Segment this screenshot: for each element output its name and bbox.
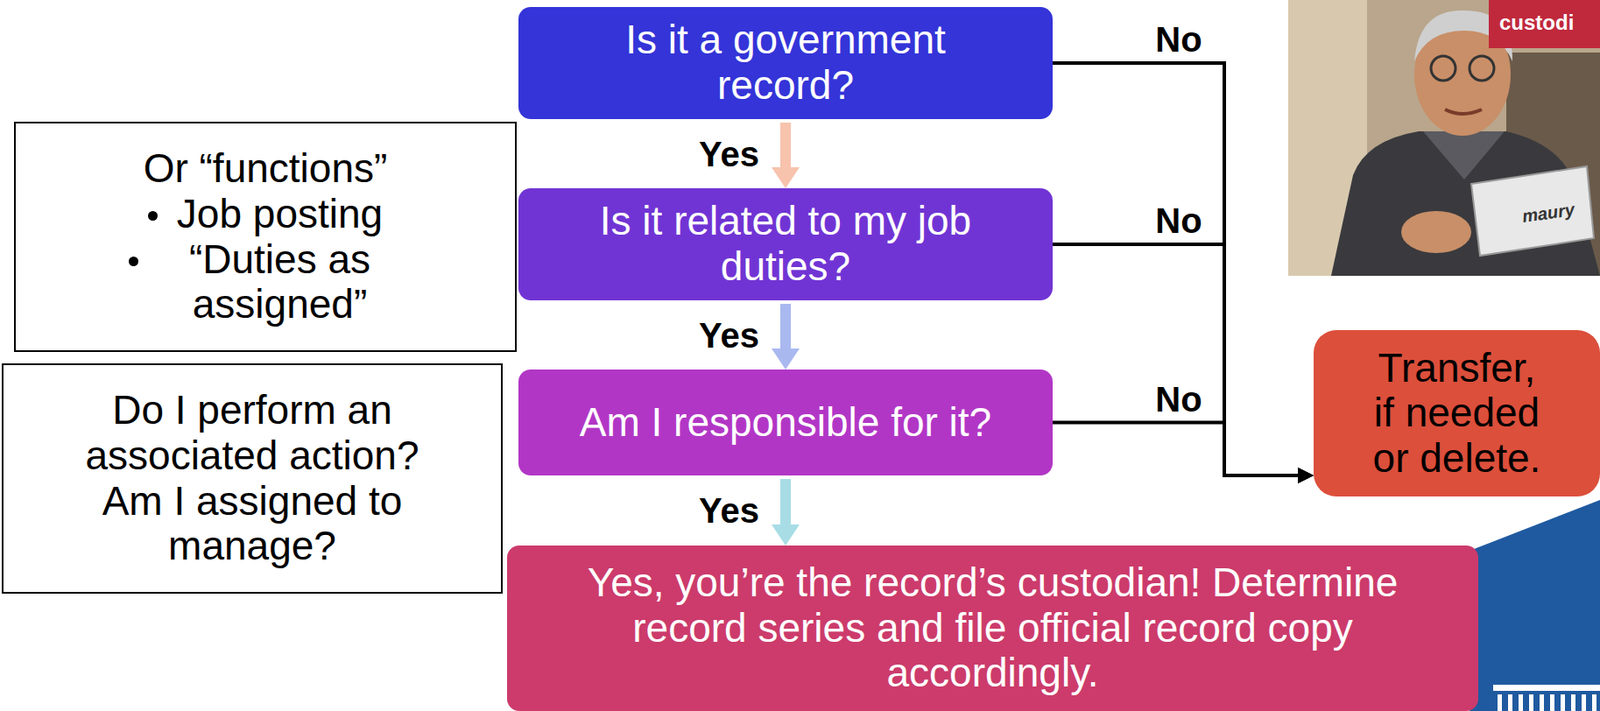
yes-arrow	[780, 122, 791, 168]
node-text: Or “functions”	[143, 146, 388, 192]
result-box: Yes, you’re the record’s custodian! Dete…	[507, 545, 1479, 711]
shirt	[1331, 131, 1600, 276]
text-row: Do I perform an associated action?	[50, 387, 454, 479]
edge-label: No	[1151, 380, 1206, 419]
node-text: Am I responsible for it?	[579, 400, 992, 446]
node-text: Transfer, if needed or delete.	[1362, 345, 1551, 482]
decision-box: Is it a government record?	[518, 7, 1053, 120]
collar	[1423, 131, 1505, 180]
text-row: Transfer, if needed or delete.	[1362, 345, 1551, 482]
node-text: Do I perform an associated action?	[50, 387, 454, 479]
text-row: Yes, you’re the record’s custodian! Dete…	[585, 560, 1401, 697]
card	[1471, 166, 1594, 256]
logo	[1469, 500, 1600, 711]
edge-label: Yes	[698, 134, 760, 174]
node-body: Is it a government record?	[601, 17, 970, 108]
note-box: Do I perform an associated action?Am I a…	[1, 363, 503, 594]
name-tag	[1488, 0, 1600, 49]
node-body: Is it related to my job duties?	[566, 198, 1005, 289]
building-column	[1539, 694, 1544, 711]
text-row: Am I responsible for it?	[579, 400, 992, 446]
no-connector	[1052, 422, 1298, 477]
building-column	[1560, 694, 1565, 711]
node-text: Job posting	[176, 191, 383, 238]
photo-caption: custodi	[1499, 10, 1574, 36]
photo	[1288, 0, 1600, 276]
no-connector	[1052, 244, 1298, 476]
no-connector	[1052, 63, 1298, 476]
node-body: Yes, you’re the record’s custodian! Dete…	[585, 560, 1401, 697]
yes-arrow	[780, 479, 791, 525]
decision-box: Is it related to my job duties?	[518, 188, 1053, 301]
edge-label: Yes	[698, 491, 760, 530]
text-row: Or “functions”	[143, 146, 388, 192]
bullet-dot	[128, 256, 139, 267]
building-roof	[1493, 684, 1600, 691]
building-column	[1581, 694, 1586, 711]
node-text: Am I assigned to manage?	[50, 479, 454, 570]
node-text: Is it a government record?	[601, 17, 970, 108]
node-body: Or “functions”Job posting“Duties as assi…	[128, 146, 403, 327]
building-column	[1592, 694, 1597, 711]
edge-label: No	[1151, 20, 1206, 59]
building-column	[1571, 694, 1576, 711]
text-row: Is it a government record?	[601, 17, 970, 108]
node-body: Transfer, if needed or delete.	[1362, 345, 1551, 482]
note-box: Or “functions”Job posting“Duties as assi…	[14, 121, 517, 353]
node-body: Am I responsible for it?	[579, 400, 992, 446]
edge-label: No	[1151, 201, 1206, 240]
bullet-dot	[148, 211, 158, 221]
node-text: “Duties as assigned”	[157, 237, 403, 328]
building-column	[1518, 694, 1523, 711]
mouth	[1444, 109, 1482, 114]
node-body: Do I perform an associated action?Am I a…	[50, 387, 454, 569]
text-row: Am I assigned to manage?	[50, 479, 454, 570]
decision-box: Am I responsible for it?	[518, 369, 1053, 476]
action-box: Transfer, if needed or delete.	[1313, 330, 1600, 497]
text-row: “Duties as assigned”	[128, 237, 403, 328]
building-column	[1497, 694, 1502, 711]
glasses	[1469, 56, 1495, 81]
building-column	[1508, 694, 1513, 711]
building-column	[1529, 694, 1534, 711]
logo-panel	[1469, 500, 1600, 711]
card-text: maury	[1521, 199, 1577, 227]
photo-background	[1288, 0, 1600, 276]
node-text: Is it related to my job duties?	[566, 198, 1005, 289]
text-row: Job posting	[148, 191, 383, 238]
building-column	[1550, 694, 1555, 711]
yes-arrow	[780, 303, 791, 349]
text-row: Is it related to my job duties?	[566, 198, 1005, 289]
edge-label: Yes	[698, 316, 760, 355]
hand	[1401, 211, 1472, 254]
glasses	[1430, 56, 1456, 81]
node-text: Yes, you’re the record’s custodian! Dete…	[585, 560, 1401, 697]
